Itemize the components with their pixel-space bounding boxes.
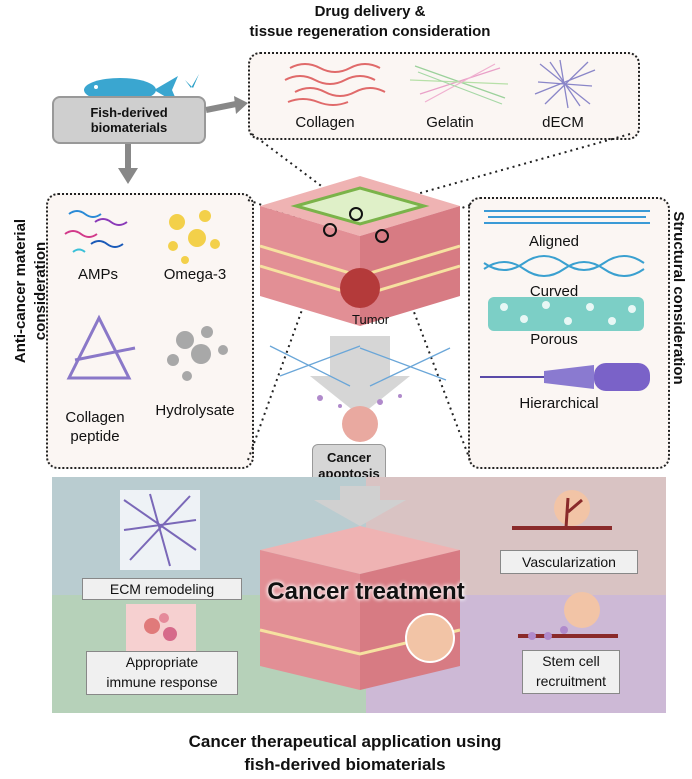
tumor-icon [340,268,380,308]
aligned-fibers-icon [484,210,650,224]
decm-mesh-icon [534,59,596,109]
down-arrow-icon [314,486,406,526]
collagen-peptide-label: Collagen peptide [65,409,125,445]
source-arrows [118,96,248,184]
scaffold-icon [290,186,430,226]
anti-cancer-box [46,193,254,469]
collagen-fibers-icon [284,63,386,106]
curved-label: Curved [529,283,579,300]
drug-delivery-title: Drug delivery & tissue regeneration cons… [249,3,491,40]
vascularization-icon [512,490,612,530]
fish-derived-biomaterials-box: Fish-derived biomaterials [52,96,206,144]
omega3-icon [168,210,220,264]
porous-scaffold-icon [488,297,644,331]
gelatin-fibers-icon [409,63,509,105]
immune-cells-icon [126,604,196,654]
structural-illustrations [480,210,650,391]
immune-response-label: Appropriate immune response [86,651,238,695]
hierarchical-label: Hierarchical [519,395,599,412]
structural-box [468,197,670,469]
amps-label: AMPs [77,266,118,283]
curved-fibers-icon [483,255,645,277]
collagen-peptide-icon [66,314,136,380]
ecm-remodeling-label: ECM remodeling [82,578,242,600]
stem-cell-icon [518,592,618,640]
decm-label: dECM [542,114,584,131]
drug-delivery-fibers [284,59,596,109]
tumor-label: Tumor [352,312,390,327]
anti-cancer-illustrations [64,210,228,381]
vascularization-label: Vascularization [500,550,638,574]
fiber-release-illustration [269,336,451,442]
amps-icon [64,210,128,253]
gelatin-label: Gelatin [426,114,474,131]
drug-delivery-box [248,52,640,140]
hydrolysate-icon [167,326,228,381]
collagen-label: Collagen [295,114,355,131]
stem-cell-label: Stem cell recruitment [522,650,620,694]
tissue-block [259,176,461,326]
footer-title: Cancer therapeutical application using f… [188,732,502,774]
hydrolysate-label: Hydrolysate [155,402,235,419]
treated-tissue-block [259,526,461,690]
omega3-label: Omega-3 [163,266,227,283]
aligned-label: Aligned [528,233,580,250]
ecm-network-icon [120,490,200,570]
cancer-treatment-title: Cancer treatment [267,578,465,605]
hierarchical-fiber-icon [480,363,650,391]
porous-label: Porous [530,331,578,348]
